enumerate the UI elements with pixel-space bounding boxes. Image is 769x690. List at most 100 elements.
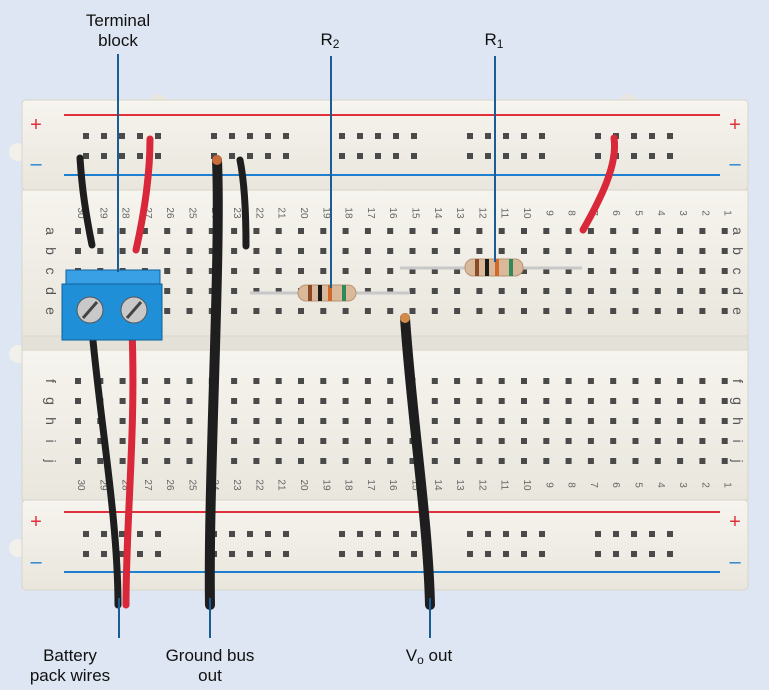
breadboard-hole bbox=[253, 268, 260, 274]
breadboard-hole bbox=[498, 438, 505, 444]
breadboard-hole bbox=[610, 438, 617, 444]
column-number: 25 bbox=[187, 207, 198, 219]
breadboard-hole bbox=[431, 248, 438, 254]
breadboard-hole bbox=[164, 228, 171, 234]
breadboard-hole bbox=[521, 133, 527, 139]
red-rail-jumper-wire bbox=[579, 134, 619, 234]
breadboard-hole bbox=[342, 228, 349, 234]
breadboard-hole bbox=[632, 308, 639, 314]
breadboard-hole bbox=[677, 288, 684, 294]
breadboard-hole bbox=[342, 438, 349, 444]
terminal-block-label-line-2: block bbox=[98, 31, 138, 50]
breadboard-hole bbox=[539, 153, 545, 159]
breadboard-hole bbox=[231, 288, 238, 294]
breadboard-hole bbox=[431, 418, 438, 424]
breadboard-hole bbox=[75, 458, 81, 464]
breadboard-hole bbox=[677, 378, 684, 384]
breadboard-hole bbox=[393, 153, 399, 159]
breadboard-hole bbox=[503, 133, 509, 139]
breadboard-hole bbox=[164, 288, 171, 294]
breadboard-hole bbox=[364, 418, 371, 424]
breadboard-hole bbox=[613, 531, 619, 537]
breadboard-hole bbox=[231, 268, 238, 274]
row-letter: e bbox=[43, 307, 59, 315]
breadboard-hole bbox=[141, 398, 148, 404]
resistor-r2-band-1 bbox=[308, 285, 312, 301]
breadboard-hole bbox=[387, 228, 394, 234]
breadboard-hole bbox=[97, 228, 104, 234]
breadboard-hole bbox=[654, 438, 661, 444]
breadboard-hole bbox=[298, 228, 304, 234]
breadboard-hole bbox=[411, 153, 417, 159]
column-number: 3 bbox=[677, 482, 688, 488]
breadboard-hole bbox=[631, 153, 637, 159]
breadboard-hole bbox=[521, 153, 527, 159]
breadboard-hole bbox=[393, 551, 399, 557]
breadboard-hole bbox=[610, 398, 617, 404]
breadboard-hole bbox=[631, 133, 637, 139]
bottom-terminal-panel bbox=[21, 349, 749, 501]
breadboard-hole bbox=[164, 378, 171, 384]
breadboard-hole bbox=[320, 458, 327, 464]
bottom-right-plus-sign: + bbox=[729, 511, 741, 533]
breadboard-hole bbox=[283, 551, 289, 557]
breadboard-hole bbox=[699, 378, 706, 384]
breadboard-hole bbox=[454, 458, 461, 464]
resistor-r1-band-4 bbox=[509, 259, 513, 276]
screw-slot bbox=[81, 301, 99, 319]
breadboard-hole bbox=[498, 398, 505, 404]
breadboard-hole bbox=[699, 438, 706, 444]
ground-label-line-2: out bbox=[198, 666, 222, 685]
row-letter: b bbox=[730, 247, 746, 255]
breadboard-hole bbox=[649, 531, 655, 537]
breadboard-hole bbox=[721, 248, 728, 254]
column-number: 18 bbox=[343, 207, 354, 219]
breadboard-hole bbox=[565, 248, 572, 254]
breadboard-hole bbox=[339, 531, 345, 537]
breadboard-hole bbox=[503, 153, 509, 159]
breadboard-hole bbox=[498, 308, 505, 314]
breadboard-hole bbox=[677, 308, 684, 314]
breadboard-hole bbox=[543, 398, 550, 404]
column-number: 13 bbox=[454, 207, 465, 219]
breadboard-hole bbox=[75, 248, 81, 254]
breadboard-hole bbox=[253, 248, 260, 254]
breadboard-hole bbox=[431, 378, 438, 384]
terminal-block-label: Terminal block bbox=[66, 11, 170, 51]
vo-label-subscript: o bbox=[417, 653, 424, 667]
breadboard-hole bbox=[476, 418, 483, 424]
row-letter: a bbox=[730, 227, 746, 235]
breadboard-hole bbox=[503, 531, 509, 537]
column-number: 3 bbox=[677, 210, 688, 216]
breadboard-hole bbox=[141, 228, 148, 234]
row-letter: c bbox=[43, 268, 59, 275]
breadboard-hole bbox=[631, 531, 637, 537]
breadboard-hole bbox=[667, 153, 673, 159]
column-number: 16 bbox=[387, 207, 398, 219]
breadboard-hole bbox=[631, 551, 637, 557]
column-number: 28 bbox=[120, 207, 131, 219]
breadboard-hole bbox=[632, 458, 639, 464]
breadboard-hole bbox=[454, 288, 461, 294]
breadboard-hole bbox=[476, 288, 483, 294]
column-number: 19 bbox=[320, 207, 331, 219]
breadboard-hole bbox=[298, 378, 304, 384]
breadboard-hole bbox=[298, 308, 304, 314]
breadboard-hole bbox=[613, 551, 619, 557]
breadboard-hole bbox=[283, 153, 289, 159]
breadboard-hole bbox=[229, 551, 235, 557]
breadboard-hole bbox=[208, 248, 215, 254]
black-jumper-wire-right bbox=[236, 156, 250, 250]
column-number: 10 bbox=[521, 207, 532, 219]
bottom-power-rail-panel bbox=[21, 499, 749, 591]
breadboard-hole bbox=[677, 228, 684, 234]
resistor-r2-band-3 bbox=[328, 285, 332, 301]
breadboard-hole bbox=[320, 418, 327, 424]
breadboard-hole bbox=[186, 248, 193, 254]
breadboard-hole bbox=[141, 438, 148, 444]
r2-label: R2 bbox=[310, 30, 350, 54]
breadboard-hole bbox=[364, 288, 371, 294]
breadboard-hole bbox=[141, 248, 148, 254]
breadboard-hole bbox=[521, 398, 527, 404]
